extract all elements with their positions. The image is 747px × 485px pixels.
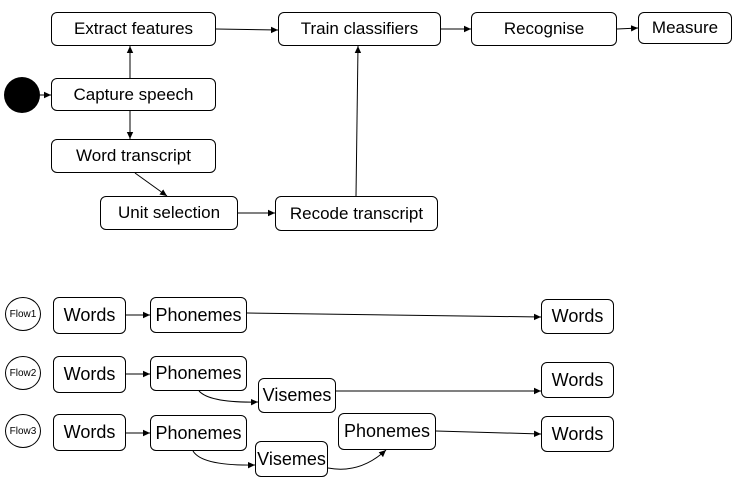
- arrow-flow3-phonemes-to-words: [435, 430, 542, 437]
- flow3-visemes-label: Visemes: [257, 448, 326, 469]
- flow2-visemes-node: Visemes: [258, 378, 336, 413]
- flow1-words-output-node: Words: [541, 299, 614, 334]
- flow3-words-output-label: Words: [551, 423, 604, 444]
- capture-speech-node: Capture speech: [51, 78, 216, 111]
- flow2-phonemes-label: Phonemes: [155, 363, 242, 383]
- measure-node: Measure: [638, 12, 732, 44]
- unit-selection-label: Unit selection: [117, 203, 221, 222]
- extract-features-label: Extract features: [73, 19, 194, 38]
- recode-transcript-label: Recode transcript: [289, 203, 424, 223]
- flow3-words-label: Words: [63, 422, 116, 442]
- arrow-word-transcript-to-unit-selection: [134, 172, 168, 197]
- flow2-label: Flow2: [5, 356, 41, 390]
- flow3-visemes-node: Visemes: [255, 441, 328, 477]
- recognise-node: Recognise: [471, 12, 617, 46]
- flow2-words-output-node: Words: [541, 362, 614, 398]
- flow3-phonemes-label: Phonemes: [155, 422, 242, 443]
- flow2-words-output-label: Words: [551, 369, 604, 390]
- flow3-phonemes-2-label: Phonemes: [343, 421, 431, 441]
- flow1-words-output-label: Words: [551, 306, 604, 326]
- flow1-words-node: Words: [53, 297, 126, 334]
- arrow-recode-to-train: [354, 45, 362, 197]
- extract-features-node: Extract features: [51, 12, 216, 46]
- flow2-label-text: Flow2: [9, 367, 37, 379]
- flow2-words-node: Words: [53, 356, 126, 393]
- arrow-extract-to-train: [215, 26, 279, 34]
- flow2-phonemes-node: Phonemes: [150, 356, 247, 391]
- arrow-flow2-phonemes-to-visemes: [198, 390, 259, 406]
- arrow-recognise-to-measure: [616, 25, 639, 32]
- recognise-label: Recognise: [503, 19, 585, 38]
- word-transcript-label: Word transcript: [76, 146, 191, 165]
- flow3-phonemes-node: Phonemes: [150, 415, 247, 451]
- flow1-phonemes-label: Phonemes: [155, 304, 242, 325]
- train-classifiers-label: Train classifiers: [300, 19, 419, 38]
- flow1-label-text: Flow1: [9, 308, 37, 320]
- unit-selection-node: Unit selection: [100, 196, 238, 230]
- flow2-visemes-label: Visemes: [262, 385, 332, 405]
- flow2-words-label: Words: [63, 364, 116, 384]
- arrow-flow3-phonemes-to-visemes: [192, 450, 256, 469]
- flow3-words-output-node: Words: [541, 416, 614, 452]
- flow3-phonemes-2-node: Phonemes: [338, 413, 436, 450]
- capture-speech-label: Capture speech: [73, 84, 194, 104]
- flow1-phonemes-node: Phonemes: [150, 297, 247, 333]
- measure-label: Measure: [651, 18, 719, 37]
- flow1-label: Flow1: [5, 297, 41, 331]
- flow1-words-label: Words: [63, 305, 116, 325]
- flow3-label-text: Flow3: [9, 425, 37, 437]
- flow3-label: Flow3: [5, 414, 41, 448]
- recode-transcript-node: Recode transcript: [275, 196, 438, 231]
- arrow-flow3-visemes-to-phonemes: [327, 449, 387, 470]
- flow3-words-node: Words: [53, 414, 126, 451]
- arrow-flow1-phonemes-to-words: [246, 312, 542, 321]
- start-node: [4, 77, 40, 113]
- train-classifiers-node: Train classifiers: [278, 12, 441, 46]
- word-transcript-node: Word transcript: [51, 139, 216, 173]
